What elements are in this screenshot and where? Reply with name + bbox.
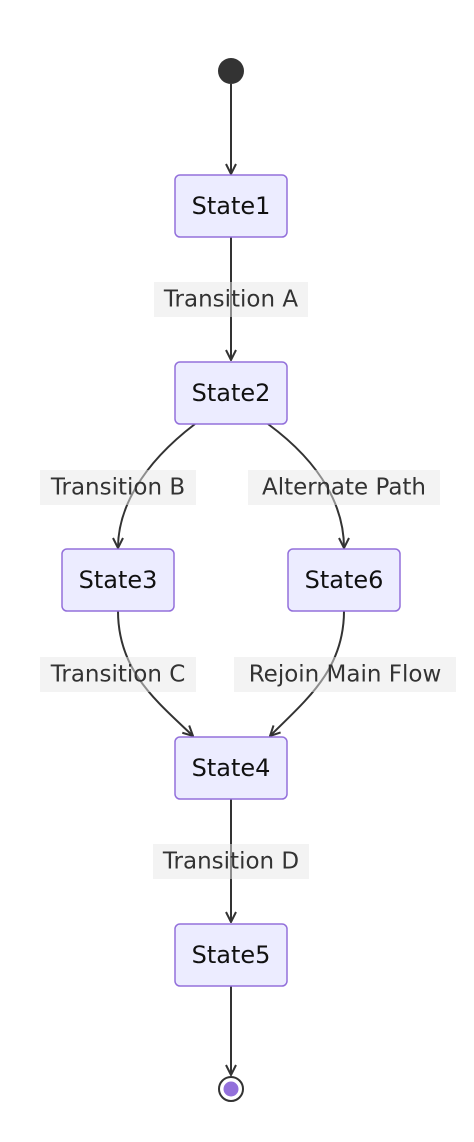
state3-node[interactable]: State3: [61, 548, 175, 612]
svg-text:Transition C: Transition C: [50, 662, 186, 688]
svg-text:State2: State2: [192, 379, 271, 407]
svg-text:Rejoin Main Flow: Rejoin Main Flow: [249, 662, 442, 688]
end-node: [218, 1076, 244, 1102]
state4-node[interactable]: State4: [174, 736, 288, 800]
transition-c-label: Transition C: [40, 657, 196, 692]
transition-a-label: Transition A: [154, 282, 308, 317]
transition-b-label: Transition B: [40, 470, 196, 505]
svg-text:Transition A: Transition A: [163, 287, 299, 313]
svg-text:State6: State6: [305, 566, 384, 594]
svg-text:State4: State4: [192, 754, 271, 782]
svg-text:State3: State3: [79, 566, 158, 594]
rejoin-main-flow-label: Rejoin Main Flow: [234, 657, 456, 692]
state2-node[interactable]: State2: [174, 361, 288, 425]
state6-node[interactable]: State6: [287, 548, 401, 612]
state5-node[interactable]: State5: [174, 923, 288, 987]
transition-d-label: Transition D: [153, 844, 309, 879]
svg-text:State5: State5: [192, 941, 271, 969]
state1-node[interactable]: State1: [174, 174, 288, 238]
svg-text:Transition B: Transition B: [50, 475, 185, 501]
svg-text:State1: State1: [192, 192, 271, 220]
start-node: [218, 58, 244, 84]
svg-text:Transition D: Transition D: [162, 849, 299, 875]
alternate-path-label: Alternate Path: [248, 470, 440, 505]
svg-text:Alternate Path: Alternate Path: [262, 475, 426, 501]
